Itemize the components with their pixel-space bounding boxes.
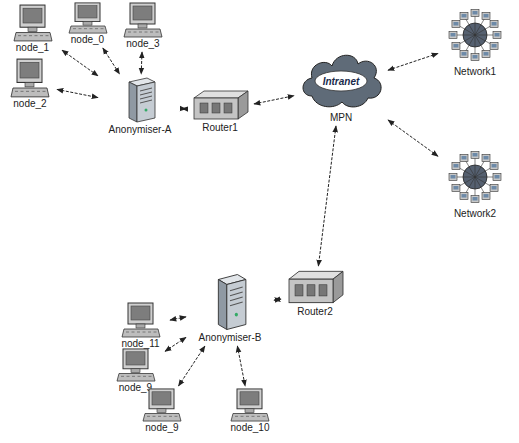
computer-icon <box>116 348 156 382</box>
link-arrow <box>141 52 143 74</box>
node-label: Router1 <box>201 122 239 134</box>
link-arrow <box>182 108 186 109</box>
computer-node: node_9 <box>136 388 188 434</box>
node-label: node_3 <box>125 38 160 50</box>
computer-node: node_2 <box>5 58 55 110</box>
node-label: MPN <box>329 112 353 124</box>
router-icon <box>190 88 250 122</box>
server-node: Anonymiser-A <box>100 76 180 136</box>
computer-node: node_9 <box>108 348 163 394</box>
computer-icon <box>10 58 50 98</box>
computer-icon <box>121 302 161 338</box>
computer-icon <box>123 2 163 38</box>
server-node: Anonymiser-B <box>188 272 272 344</box>
network-cluster-icon <box>444 4 506 66</box>
node-label: node_9 <box>118 382 153 394</box>
node-label: Router2 <box>296 306 334 318</box>
link-arrow <box>388 120 438 156</box>
computer-node: node_0 <box>60 2 115 46</box>
network-node: Network1 <box>440 4 510 78</box>
link-arrow <box>57 89 98 97</box>
node-label: node_9 <box>144 422 179 434</box>
node-label: Network1 <box>453 66 497 78</box>
link-arrow <box>165 337 186 351</box>
computer-icon <box>230 388 270 422</box>
link-arrow <box>103 48 120 74</box>
computer-node: node_10 <box>224 388 276 434</box>
node-label: Network2 <box>453 208 497 220</box>
computer-icon <box>13 4 53 42</box>
node-label: Anonymiser-A <box>108 124 173 136</box>
router-icon <box>285 268 345 306</box>
node-label: node_0 <box>70 34 105 46</box>
link-arrow <box>274 299 281 300</box>
computer-node: node_11 <box>113 302 168 350</box>
link-arrow <box>237 346 245 386</box>
server-icon <box>212 272 248 332</box>
network-cluster-icon <box>444 146 506 208</box>
router-node: Router2 <box>283 268 347 318</box>
link-arrow <box>388 53 438 70</box>
router-node: Router1 <box>188 88 252 134</box>
server-icon <box>123 76 157 124</box>
computer-icon <box>68 2 108 34</box>
link-arrow <box>62 50 98 76</box>
link-arrow <box>170 317 186 320</box>
link-arrow <box>179 346 205 386</box>
cloud-node: IntranetMPN <box>296 48 386 124</box>
link-arrow <box>254 96 294 104</box>
computer-icon <box>142 388 182 422</box>
computer-node: node_3 <box>118 2 168 50</box>
node-label: node_10 <box>230 422 271 434</box>
node-label: node_11 <box>120 338 160 350</box>
node-label: node_2 <box>12 98 47 110</box>
network-node: Network2 <box>440 146 510 220</box>
link-arrow <box>318 126 336 266</box>
node-label: Anonymiser-B <box>198 332 263 344</box>
node-label: node_1 <box>15 42 50 54</box>
computer-node: node_1 <box>5 4 60 54</box>
cloud-label: Intranet <box>323 76 360 87</box>
